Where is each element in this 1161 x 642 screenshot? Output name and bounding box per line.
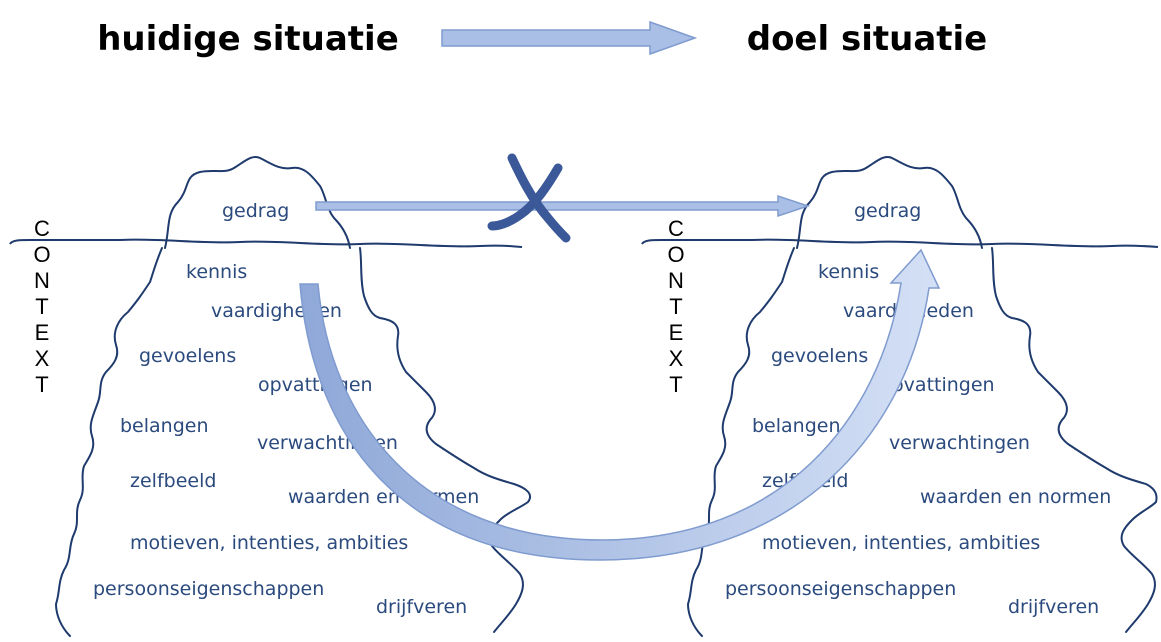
right-label-motieven: motieven, intenties, ambities xyxy=(762,532,1040,554)
left-iceberg-right-outline xyxy=(359,247,532,633)
left-label-belangen: belangen xyxy=(120,415,209,437)
left-label-opvattingen: opvattingen xyxy=(258,374,373,396)
right-iceberg: C O N T E X T gedrag kennis vaardigheden… xyxy=(641,156,1159,637)
left-waterline xyxy=(9,238,523,248)
left-label-kennis: kennis xyxy=(186,261,247,283)
direct-behaviour-arrow xyxy=(315,194,811,218)
left-context-letter: O xyxy=(33,242,50,267)
left-label-gevoelens: gevoelens xyxy=(139,345,236,367)
left-label-persoonseigenschappen: persoonseigenschappen xyxy=(93,578,324,600)
left-context-letter: N xyxy=(34,268,50,293)
left-label-motieven: motieven, intenties, ambities xyxy=(130,532,408,554)
left-context-letter: T xyxy=(35,294,48,319)
right-label-kennis: kennis xyxy=(818,261,879,283)
right-context-letter: C xyxy=(668,216,684,241)
left-context-letter: X xyxy=(35,346,50,371)
title-target-situation: doel situatie xyxy=(747,19,988,59)
right-context-letter: T xyxy=(669,372,682,397)
right-label-gevoelens: gevoelens xyxy=(771,345,868,367)
right-label-waarden-en-normen: waarden en normen xyxy=(920,486,1111,508)
right-context-letter: E xyxy=(669,320,684,345)
right-context-letter: T xyxy=(669,294,682,319)
right-label-drijfveren: drijfveren xyxy=(1008,596,1099,618)
right-context-letter: N xyxy=(668,268,684,293)
right-label-persoonseigenschappen: persoonseigenschappen xyxy=(725,578,956,600)
left-label-drijfveren: drijfveren xyxy=(376,596,467,618)
right-context-letter: O xyxy=(667,242,684,267)
right-label-belangen: belangen xyxy=(752,415,841,437)
title-current-situation: huidige situatie xyxy=(97,19,399,59)
cross-mark-icon xyxy=(487,153,571,243)
underwater-curve-arrow xyxy=(299,248,941,561)
left-context-letter: C xyxy=(34,216,50,241)
left-label-zelfbeeld: zelfbeeld xyxy=(130,470,216,492)
right-context-label: C O N T E X T xyxy=(667,216,684,397)
right-label-opvattingen: opvattingen xyxy=(880,374,995,396)
left-iceberg: C O N T E X T gedrag kennis vaardigheden… xyxy=(9,156,532,637)
right-iceberg-body-outline xyxy=(687,247,795,637)
right-context-letter: X xyxy=(669,346,684,371)
left-iceberg-body-outline xyxy=(55,247,163,637)
left-context-letter: E xyxy=(35,320,50,345)
left-label-gedrag: gedrag xyxy=(222,200,289,222)
right-label-verwachtingen: verwachtingen xyxy=(889,432,1030,454)
right-iceberg-tip-outline xyxy=(796,156,983,249)
transition-arrow xyxy=(441,20,698,56)
left-context-label: C O N T E X T xyxy=(33,216,50,397)
left-context-letter: T xyxy=(35,372,48,397)
right-iceberg-right-outline xyxy=(991,247,1158,633)
right-label-gedrag: gedrag xyxy=(854,200,921,222)
right-waterline xyxy=(641,238,1159,248)
